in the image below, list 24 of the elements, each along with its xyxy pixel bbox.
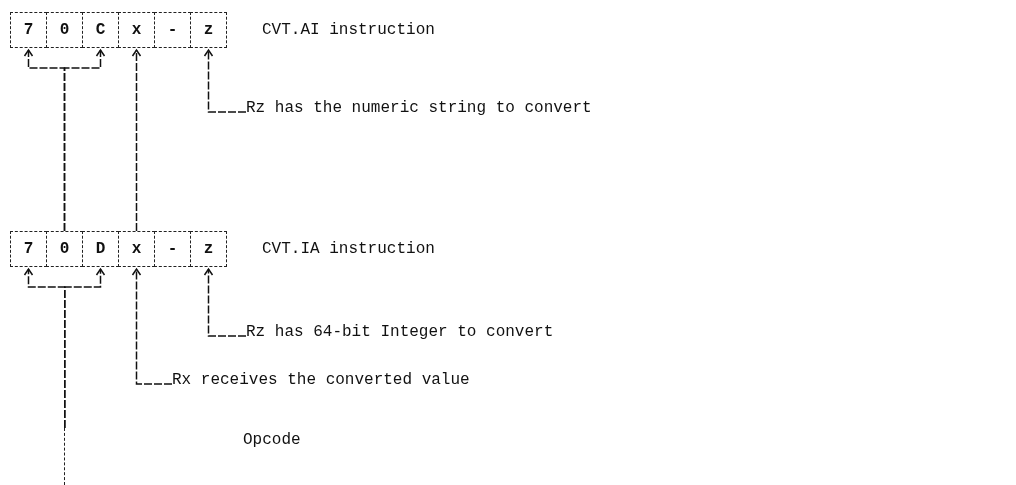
field-cell: 0 (46, 12, 83, 48)
leader-line (131, 49, 142, 232)
field-cell: D (82, 231, 119, 267)
field-cell: z (190, 12, 227, 48)
leader-line (131, 268, 173, 385)
leader-line (203, 49, 247, 113)
field-cell: x (118, 12, 155, 48)
field-cell: 7 (10, 12, 47, 48)
leader-line (23, 49, 66, 232)
field-cell: - (154, 231, 191, 267)
annotation-text: Rz has 64-bit Integer to convert (246, 322, 554, 342)
field-cell: 7 (10, 231, 47, 267)
field-cell: 0 (46, 231, 83, 267)
field-cell: - (154, 12, 191, 48)
instruction-label: CVT.AI instruction (262, 20, 435, 40)
field-cell: z (190, 231, 227, 267)
field-cell: x (118, 231, 155, 267)
opcode-leader-label: Opcode (64, 428, 301, 485)
field-cell: C (82, 12, 119, 48)
leader-line (203, 268, 247, 337)
leader-line (23, 268, 66, 429)
annotation-text: Rz has the numeric string to convert (246, 98, 592, 118)
annotation-text: Rx receives the converted value (172, 370, 470, 390)
instruction-label: CVT.IA instruction (262, 239, 435, 259)
